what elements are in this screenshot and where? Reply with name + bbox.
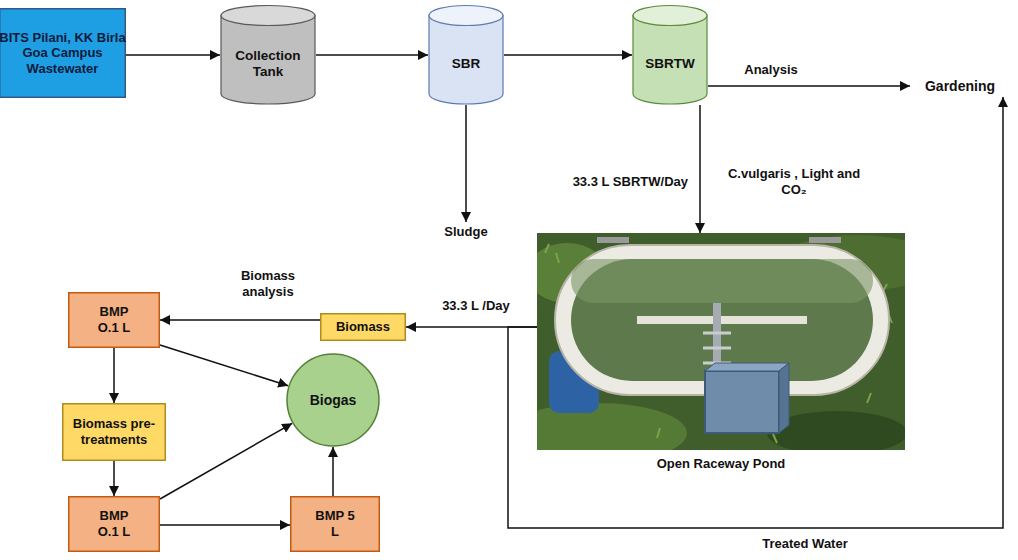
- end-label-node: Gardening: [910, 75, 1010, 97]
- flow-arrow: [113, 348, 115, 403]
- node-label: Gardening: [925, 78, 995, 95]
- node-label: BITS Pilani, KK Birla Goa Campus Wastewa…: [0, 30, 126, 77]
- product-circle: Biogas: [286, 353, 380, 447]
- flow-label: Analysis: [735, 62, 807, 78]
- process-box: Biomass: [320, 313, 406, 341]
- raceway-pond-photo: [537, 233, 905, 450]
- process-box: Biomass pre-treatments: [62, 403, 166, 461]
- flow-arrow: [160, 524, 290, 526]
- flow-arrow: [332, 447, 334, 496]
- node-label: Biogas: [310, 392, 357, 409]
- reactor-cylinder: SBR: [428, 5, 504, 105]
- input-note: C.vulgaris , Light and CO₂: [714, 166, 874, 197]
- flow-arrow: [160, 345, 288, 386]
- tank-cylinder: Collection Tank: [220, 5, 316, 105]
- node-label: BMP 5 L: [315, 508, 355, 539]
- flow-arrow: [465, 105, 467, 222]
- tank-cylinder: SBRTW: [632, 5, 708, 105]
- node-label: Biomass: [336, 319, 390, 335]
- process-box: BMP O.1 L: [68, 496, 160, 552]
- node-label: Biomass pre-treatments: [62, 416, 166, 447]
- node-label: Sludge: [444, 224, 487, 240]
- flow-arrow: [160, 319, 320, 321]
- figure-caption: Open Raceway Pond: [537, 456, 905, 472]
- flow-label: Treated Water: [752, 536, 858, 552]
- node-label: BMP O.1 L: [94, 304, 134, 335]
- flow-arrow: [708, 85, 910, 87]
- node-label: SBRTW: [645, 56, 695, 72]
- pond-node: Open Raceway Pond: [537, 233, 905, 485]
- flow-arrow: [316, 54, 428, 56]
- node-label: SBR: [452, 56, 481, 72]
- flow-arrow: [508, 97, 1003, 528]
- cylinder-outline: [428, 5, 504, 105]
- flow-arrow: [699, 105, 701, 233]
- process-box: BMP O.1 L: [68, 292, 160, 348]
- end-label-node: Sludge: [434, 222, 498, 242]
- process-box: BMP 5 L: [290, 496, 380, 552]
- flow-label: 33.3 L SBRTW/Day: [556, 174, 690, 190]
- flow-arrow: [126, 54, 220, 56]
- flow-label: 33.3 L /Day: [430, 298, 522, 314]
- flow-arrow: [160, 423, 292, 499]
- node-label: BMP O.1 L: [94, 508, 134, 539]
- flow-label: Biomass analysis: [230, 268, 306, 299]
- source-box: BITS Pilani, KK Birla Goa Campus Wastewa…: [0, 8, 126, 98]
- node-label: Collection Tank: [220, 48, 316, 80]
- cylinder-outline: [632, 5, 708, 105]
- flow-arrow: [504, 54, 632, 56]
- flow-arrow: [113, 461, 115, 496]
